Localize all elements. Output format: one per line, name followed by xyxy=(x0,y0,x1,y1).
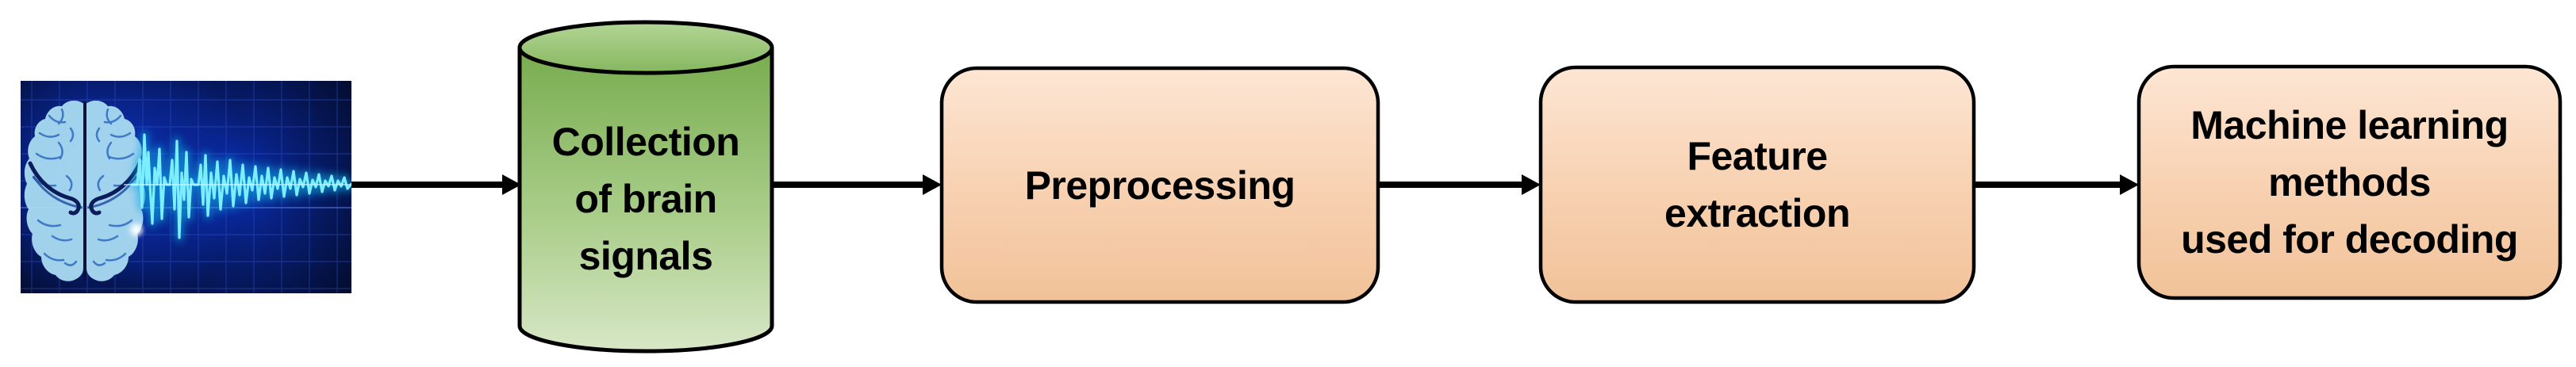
arrow-head-icon xyxy=(923,174,942,195)
flow-arrow-4 xyxy=(1974,174,2139,195)
collection-cylinder-shape xyxy=(517,20,774,354)
arrow-head-icon xyxy=(2120,174,2139,195)
eeg-waveform xyxy=(116,131,351,242)
brain-eeg-image xyxy=(21,81,351,293)
flow-arrow-3 xyxy=(1378,174,1541,195)
cylinder-body xyxy=(520,48,772,351)
flow-arrow-1 xyxy=(351,174,521,195)
brain-silhouette xyxy=(24,100,146,281)
feature-extraction-box xyxy=(1538,65,1976,304)
preprocessing-box xyxy=(939,66,1380,304)
machine-learning-box xyxy=(2136,64,2563,300)
waveform-glow-dot xyxy=(130,224,143,236)
flow-arrow-2 xyxy=(774,174,942,195)
cylinder-top xyxy=(517,20,774,75)
arrow-head-icon xyxy=(1522,174,1541,195)
arrow-head-icon xyxy=(502,174,521,195)
